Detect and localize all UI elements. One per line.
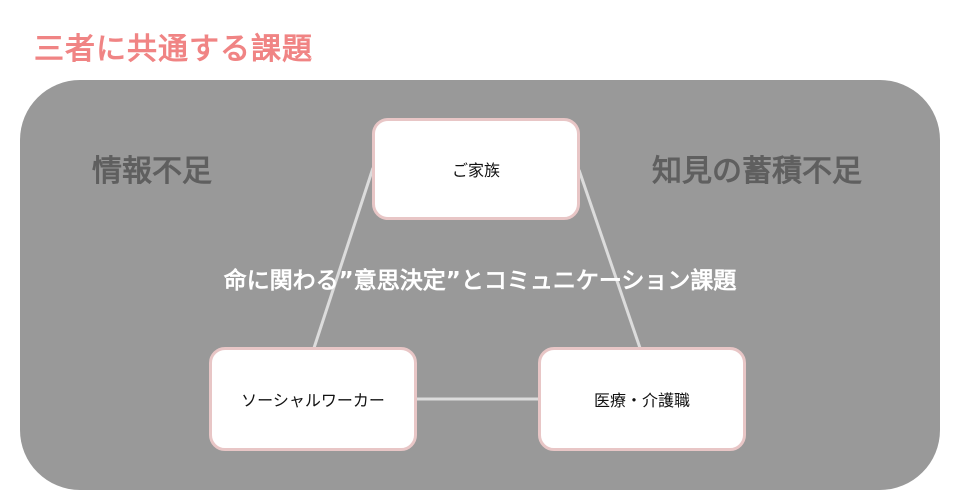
corner-label-information-shortage: 情報不足 [92,154,212,189]
page-title: 三者に共通する課題 [34,32,313,67]
center-issue-label: 命に関わる”意思決定”とコミュニケーション課題 [223,268,737,294]
connector-family-social [312,167,375,349]
node-social-worker-label: ソーシャルワーカー [241,391,385,410]
corner-label-knowledge-shortage: 知見の蓄積不足 [652,154,862,189]
node-medical-care-label: 医療・介護職 [593,391,690,410]
node-social-worker: ソーシャルワーカー [209,347,417,451]
node-family: ご家族 [372,118,580,220]
node-medical-care: 医療・介護職 [538,347,746,451]
node-family-label: ご家族 [451,161,500,180]
connector-family-medical [577,169,642,349]
